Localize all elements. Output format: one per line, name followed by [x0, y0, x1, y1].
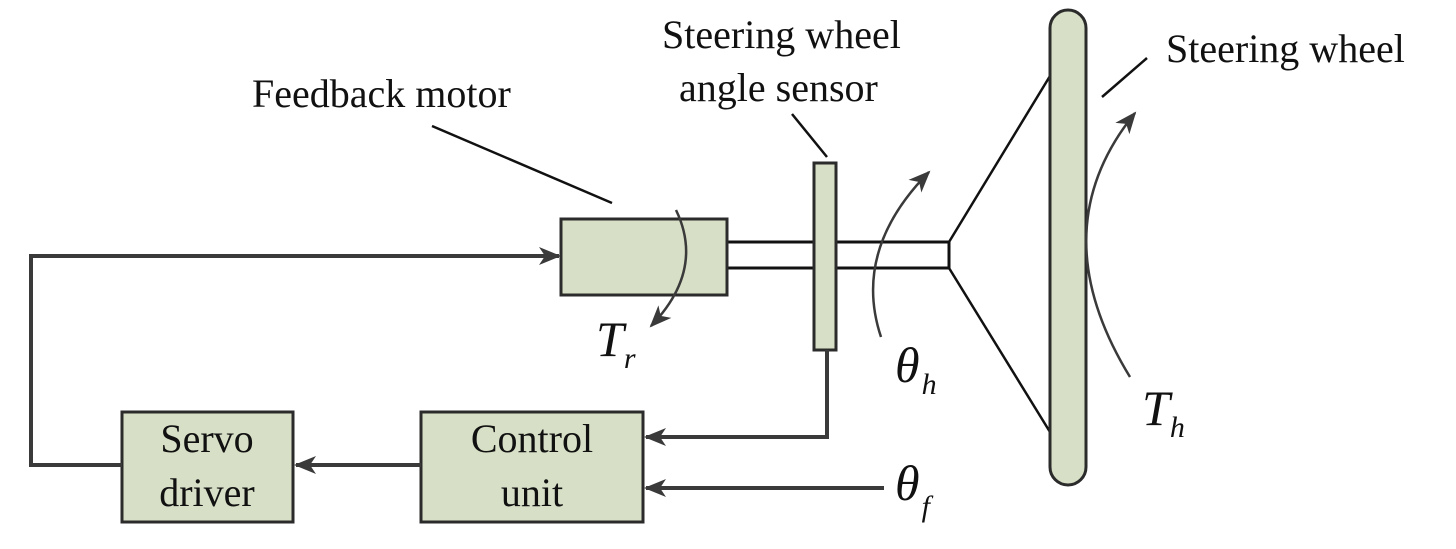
angle-sensor-label-line1: Steering wheel	[662, 12, 901, 57]
control-unit-label-line1: Control	[471, 416, 593, 461]
angle-arrow-theta-h	[871, 170, 931, 338]
control-unit-label-line2: unit	[501, 470, 563, 515]
symbol-theta-h: θh	[895, 337, 937, 401]
wheel-spoke-lower	[947, 267, 1052, 433]
steering-wheel-rim	[1048, 8, 1088, 487]
servo-driver-block	[120, 410, 295, 524]
servo-driver-label-line2: driver	[159, 470, 255, 515]
feedback-motor-block	[559, 217, 729, 297]
wire-servo-to-motor	[29, 247, 561, 467]
torque-arrow-Th	[1085, 111, 1137, 378]
symbol-Th: Th	[1142, 380, 1185, 444]
angle-sensor-label-line2: angle sensor	[679, 65, 878, 110]
wheel-spoke-upper	[947, 75, 1052, 243]
control-unit-block	[419, 410, 645, 524]
leader-angle-sensor	[791, 113, 828, 158]
angle-sensor-block	[812, 161, 838, 352]
torque-arrow-Tr	[649, 209, 688, 328]
leader-feedback-motor	[431, 124, 613, 205]
servo-driver-label-line1: Servo	[160, 416, 253, 461]
symbol-Tr: Tr	[596, 311, 636, 375]
steering-shaft	[725, 240, 951, 270]
wire-sensor-to-control	[644, 350, 829, 446]
leader-steering-wheel	[1101, 57, 1148, 98]
feedback-motor-label: Feedback motor	[252, 71, 511, 116]
steering-wheel-label: Steering wheel	[1166, 26, 1405, 71]
symbol-theta-f: θf	[895, 455, 934, 523]
